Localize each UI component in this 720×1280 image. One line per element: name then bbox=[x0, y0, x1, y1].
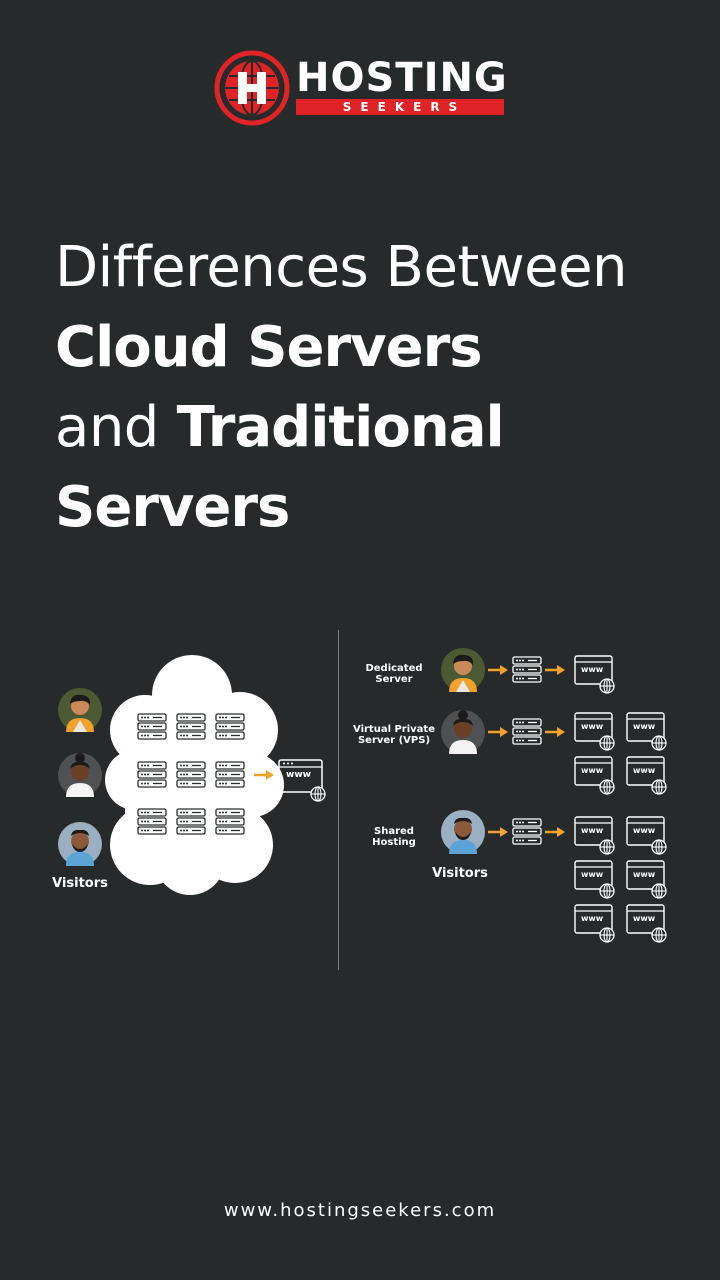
website-icon bbox=[626, 756, 667, 795]
visitor-avatar-1 bbox=[58, 688, 102, 732]
website-label: www bbox=[633, 870, 656, 879]
arrow-dedicated-2 bbox=[543, 663, 567, 677]
website-label: www bbox=[633, 766, 656, 775]
website-icon bbox=[574, 712, 615, 751]
footer-url[interactable]: www.hostingseekers.com bbox=[223, 1200, 497, 1221]
website-label: www bbox=[581, 665, 604, 674]
shared-label-line2: Hosting bbox=[372, 837, 416, 848]
cloud-visitors-label: Visitors bbox=[52, 876, 108, 891]
globe-h-icon bbox=[214, 50, 290, 126]
website-icon-cloud bbox=[278, 759, 326, 802]
arrow-shared-2 bbox=[543, 825, 567, 839]
arrow-shared-1 bbox=[486, 825, 510, 839]
dedicated-server-rack bbox=[512, 656, 542, 683]
arrow-vps-1 bbox=[486, 725, 510, 739]
vps-avatar bbox=[441, 710, 485, 754]
visitor-avatar-3 bbox=[58, 822, 102, 866]
shared-label-line1: Shared bbox=[374, 826, 414, 837]
section-divider bbox=[338, 630, 339, 970]
website-label: www bbox=[633, 914, 656, 923]
shared-avatar bbox=[441, 810, 485, 854]
dedicated-avatar bbox=[441, 648, 485, 692]
website-icons-traditional bbox=[574, 655, 667, 943]
cloud-site-label: www bbox=[286, 770, 311, 780]
website-icon bbox=[626, 904, 667, 943]
dedicated-label: Dedicated Server bbox=[350, 663, 438, 685]
cloud-shape bbox=[105, 655, 284, 895]
website-label: www bbox=[581, 914, 604, 923]
title-line-2: Cloud Servers bbox=[55, 315, 483, 380]
vps-label-line1: Virtual Private bbox=[353, 724, 435, 735]
title-line-1: Differences Between bbox=[55, 235, 628, 300]
website-icon bbox=[574, 756, 615, 795]
hosting-diagram: Visitors www Dedicated Server Virtual Pr… bbox=[0, 620, 720, 980]
dedicated-label-line2: Server bbox=[375, 674, 413, 685]
title-line-3-light: and bbox=[55, 395, 159, 460]
vps-label-line2: Server (VPS) bbox=[357, 735, 431, 746]
vps-label: Virtual Private Server (VPS) bbox=[346, 724, 442, 746]
website-icon bbox=[626, 816, 667, 855]
website-label: www bbox=[633, 722, 656, 731]
website-icon bbox=[574, 655, 615, 694]
title-line-4: Servers bbox=[55, 475, 290, 540]
website-icon bbox=[626, 860, 667, 899]
website-label: www bbox=[633, 826, 656, 835]
vps-server-rack bbox=[512, 718, 542, 745]
website-label: www bbox=[581, 766, 604, 775]
traditional-visitors-label: Visitors bbox=[432, 866, 488, 881]
shared-server-rack bbox=[512, 818, 542, 845]
logo-subtitle: SEEKERS bbox=[296, 99, 504, 115]
website-label: www bbox=[581, 870, 604, 879]
visitor-avatar-2 bbox=[58, 753, 102, 797]
brand-logo: HOSTING SEEKERS bbox=[214, 50, 508, 130]
dedicated-label-line1: Dedicated bbox=[365, 663, 423, 674]
diagram-graphic bbox=[58, 648, 667, 943]
website-label: www bbox=[581, 722, 604, 731]
arrow-dedicated-1 bbox=[486, 663, 510, 677]
website-icon bbox=[574, 904, 615, 943]
arrow-vps-2 bbox=[543, 725, 567, 739]
website-icon bbox=[626, 712, 667, 751]
title-line-3: and Traditional bbox=[55, 388, 695, 468]
logo-wordmark: HOSTING bbox=[296, 55, 508, 101]
website-icon bbox=[574, 860, 615, 899]
page-title: Differences Between Cloud Servers and Tr… bbox=[55, 228, 695, 548]
shared-label: Shared Hosting bbox=[350, 826, 438, 848]
website-icon bbox=[574, 816, 615, 855]
website-label: www bbox=[581, 826, 604, 835]
title-line-3-bold: Traditional bbox=[176, 395, 505, 460]
